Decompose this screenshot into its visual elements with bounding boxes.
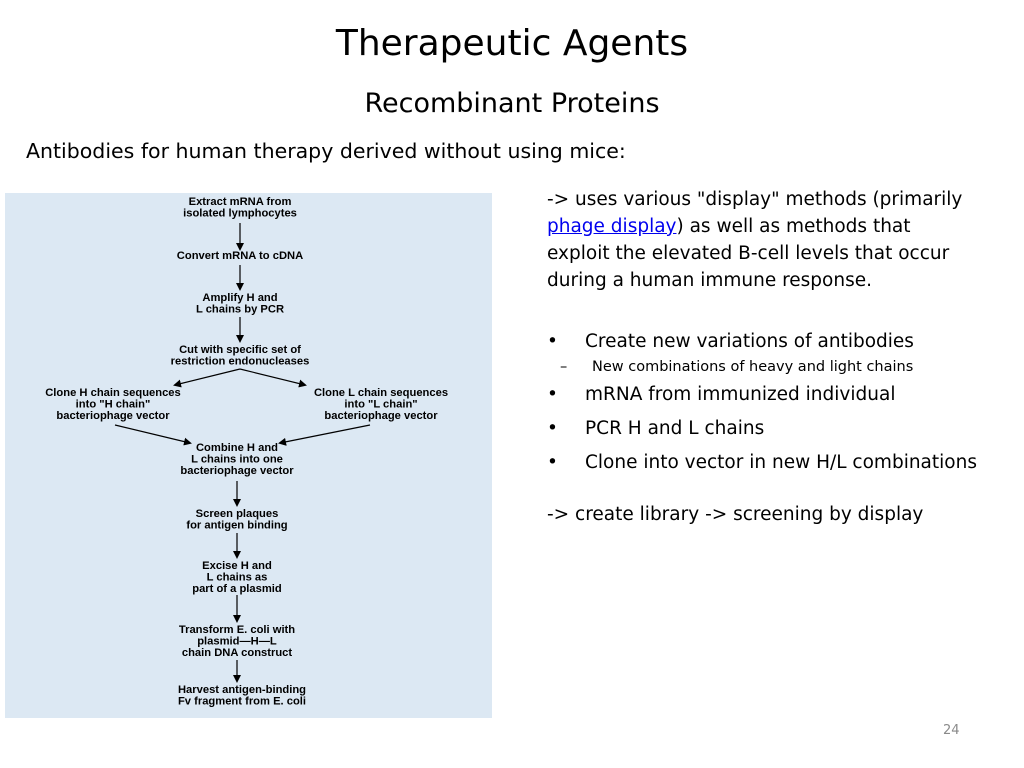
- right-column: -> uses various "display" methods (prima…: [547, 186, 977, 528]
- bullet-text: Clone into vector in new H/L combination…: [585, 452, 977, 473]
- bullet-text: mRNA from immunized individual: [585, 384, 896, 405]
- sub-bullet-list: New combinations of heavy and light chai…: [547, 357, 977, 377]
- flow-arrows: [114, 223, 371, 683]
- bullet-item: Create new variations of antibodies: [547, 328, 977, 355]
- flow-arrow: [114, 424, 192, 446]
- description-prefix: -> uses various "display" methods (prima…: [547, 189, 963, 210]
- bullet-text: PCR H and L chains: [585, 418, 765, 439]
- phage-display-link[interactable]: phage display: [547, 216, 677, 237]
- flow-step: Convert mRNA to cDNA: [177, 250, 303, 262]
- intro-text: Antibodies for human therapy derived wit…: [26, 139, 626, 163]
- description-suffix: ) as well as methods that exploit the el…: [547, 216, 950, 291]
- flow-arrow: [239, 368, 307, 388]
- flow-arrow: [173, 368, 241, 388]
- sub-bullet-item: New combinations of heavy and light chai…: [547, 357, 977, 377]
- bullet-text: Create new variations of antibodies: [585, 331, 914, 352]
- bullet-list: Create new variations of antibodiesNew c…: [547, 328, 977, 476]
- page-number: 24: [943, 723, 960, 738]
- bullet-item: mRNA from immunized individual: [547, 381, 977, 408]
- slide-subtitle: Recombinant Proteins: [364, 88, 660, 119]
- bullet-item: Clone into vector in new H/L combination…: [547, 449, 977, 476]
- footer-line: -> create library -> screening by displa…: [547, 504, 924, 525]
- flow-arrow: [278, 424, 371, 446]
- slide-title: Therapeutic Agents: [335, 23, 689, 64]
- bullet-item: PCR H and L chains: [547, 415, 977, 442]
- description-paragraph: -> uses various "display" methods (prima…: [547, 186, 977, 294]
